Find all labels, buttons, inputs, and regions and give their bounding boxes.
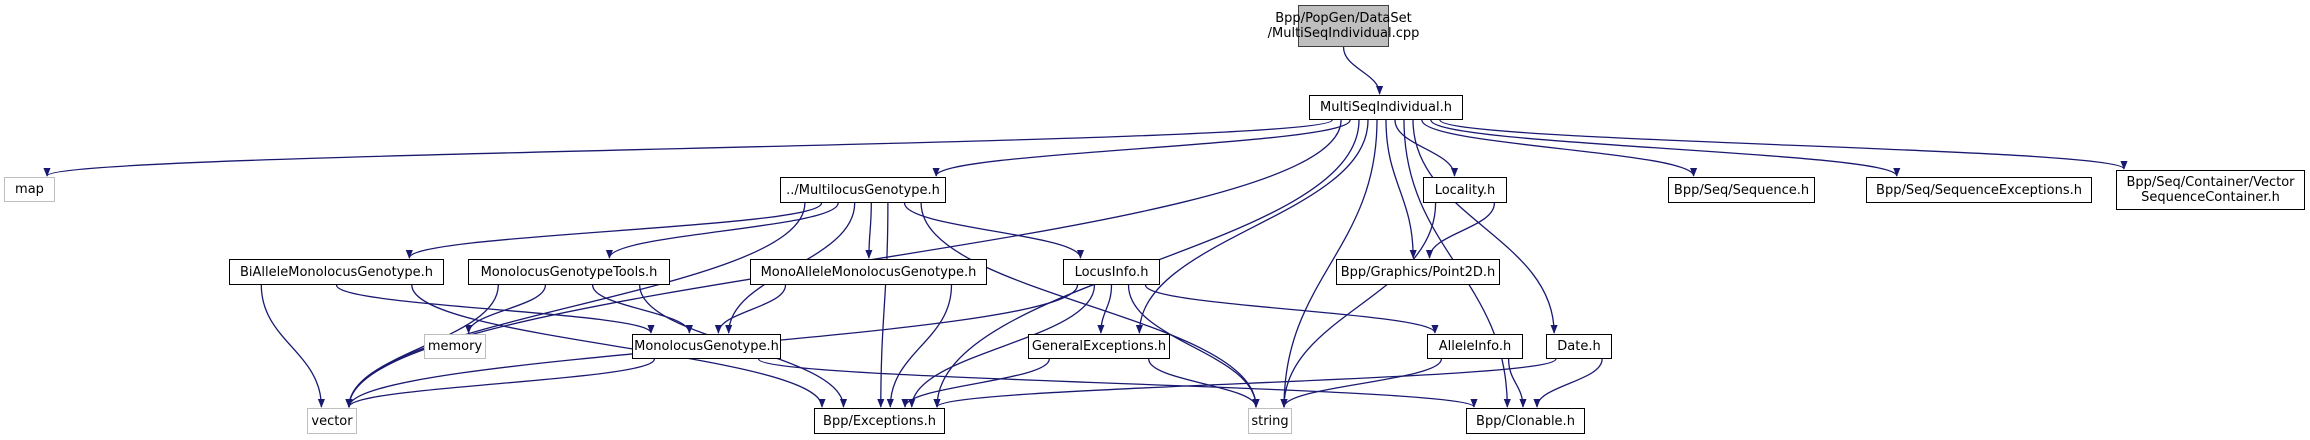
- edge-mg-to-clon: [757, 358, 1478, 408]
- node-cpp: Bpp/PopGen/DataSet /MultiSeqIndividual.c…: [1268, 5, 1419, 47]
- edge-mlg-to-string: [920, 202, 1260, 408]
- node-label: MonolocusGenotypeTools.h: [480, 264, 658, 280]
- node-vsc[interactable]: Bpp/Seq/Container/Vector SequenceContain…: [2116, 170, 2305, 210]
- edge-msi-to-string: [1280, 119, 1378, 408]
- node-label: MonolocusGenotype.h: [634, 339, 779, 354]
- node-label: BiAlleleMonolocusGenotype.h: [239, 264, 434, 280]
- edge-mg-to-vector: [345, 358, 656, 408]
- edge-msi-to-seqexc: [1430, 119, 1901, 177]
- edge-cpp-to-msi: [1342, 46, 1384, 95]
- edge-mlg-to-mgt: [605, 202, 839, 259]
- node-label: GeneralExceptions.h: [1031, 339, 1167, 354]
- edge-ge-to-exc: [901, 358, 1050, 408]
- node-mg[interactable]: MonolocusGenotype.h: [632, 334, 781, 359]
- node-string: string: [1248, 408, 1292, 434]
- edge-msi-to-ge: [1135, 119, 1369, 334]
- node-mamg[interactable]: MonoAlleleMonolocusGenotype.h: [750, 259, 987, 285]
- edge-msi-to-vsc: [1439, 119, 2128, 170]
- node-seq[interactable]: Bpp/Seq/Sequence.h: [1668, 177, 1815, 203]
- edge-bamg-to-vector: [260, 284, 325, 408]
- edge-mgt-to-vector: [345, 284, 499, 408]
- node-label: LocusInfo.h: [1074, 264, 1149, 280]
- edge-loc-to-string: [1280, 202, 1437, 408]
- node-mlg[interactable]: ../MultilocusGenotype.h: [780, 177, 946, 203]
- node-label: vector: [311, 413, 353, 429]
- node-label: Locality.h: [1434, 182, 1496, 198]
- edge-date-to-clon: [1533, 358, 1603, 408]
- node-bamg[interactable]: BiAlleleMonolocusGenotype.h: [229, 259, 444, 285]
- node-label: Bpp/Seq/Sequence.h: [1673, 182, 1810, 198]
- edge-msi-to-map: [43, 119, 1333, 177]
- edge-bamg-to-exc: [411, 284, 826, 408]
- node-clon[interactable]: Bpp/Clonable.h: [1466, 408, 1585, 434]
- node-li[interactable]: LocusInfo.h: [1063, 259, 1160, 285]
- node-memory: memory: [424, 334, 486, 359]
- edge-msi-to-loc: [1394, 119, 1459, 177]
- edge-li-to-ge: [1097, 284, 1113, 334]
- edge-li-to-ai: [1144, 284, 1439, 334]
- node-exc[interactable]: Bpp/Exceptions.h: [814, 408, 945, 434]
- node-ai[interactable]: AlleleInfo.h: [1427, 334, 1523, 359]
- node-label: MonoAlleleMonolocusGenotype.h: [760, 264, 977, 280]
- edge-bamg-to-mg: [335, 284, 655, 334]
- node-label: AlleleInfo.h: [1438, 339, 1512, 354]
- node-label: Date.h: [1557, 339, 1601, 354]
- node-label: MultiSeqIndividual.h: [1320, 100, 1452, 115]
- edge-ai-to-clon: [1507, 358, 1527, 408]
- edge-msi-to-date: [1412, 119, 1558, 334]
- node-label: Bpp/Graphics/Point2D.h: [1340, 264, 1496, 280]
- node-map: map: [4, 177, 55, 202]
- edge-mgt-to-memory: [465, 284, 547, 334]
- node-label: map: [15, 182, 44, 197]
- edge-ge-to-string: [1148, 358, 1260, 408]
- edge-mlg-to-bamg: [405, 202, 823, 259]
- edge-mlg-to-li: [903, 202, 1085, 259]
- node-label: Bpp/Seq/Container/Vector SequenceContain…: [2126, 175, 2295, 205]
- edge-date-to-exc: [933, 358, 1557, 408]
- node-label: Bpp/Exceptions.h: [823, 413, 936, 429]
- node-seqexc[interactable]: Bpp/Seq/SequenceExceptions.h: [1866, 177, 2092, 203]
- node-p2d[interactable]: Bpp/Graphics/Point2D.h: [1336, 259, 1500, 285]
- node-label: string: [1251, 413, 1289, 429]
- node-msi[interactable]: MultiSeqIndividual.h: [1309, 95, 1463, 120]
- node-label: Bpp/PopGen/DataSet /MultiSeqIndividual.c…: [1267, 11, 1420, 41]
- node-vector: vector: [307, 408, 357, 434]
- node-loc[interactable]: Locality.h: [1423, 177, 1507, 203]
- edge-mlg-to-exc: [877, 202, 889, 408]
- edge-layer: [43, 46, 2128, 408]
- edge-mamg-to-exc: [886, 284, 953, 408]
- edge-mamg-to-mg: [714, 284, 787, 334]
- edge-msi-to-p2d: [1385, 119, 1417, 259]
- node-date[interactable]: Date.h: [1546, 334, 1612, 359]
- node-ge[interactable]: GeneralExceptions.h: [1028, 334, 1170, 359]
- edge-msi-to-mlg: [932, 119, 1351, 177]
- edge-mlg-to-mamg: [865, 202, 873, 259]
- node-mgt[interactable]: MonolocusGenotypeTools.h: [468, 259, 670, 285]
- node-label: memory: [427, 339, 483, 354]
- node-label: ../MultilocusGenotype.h: [786, 182, 940, 198]
- edge-msi-to-seq: [1421, 119, 1698, 177]
- edge-ai-to-string: [1280, 358, 1443, 408]
- node-label: Bpp/Seq/SequenceExceptions.h: [1876, 182, 2082, 198]
- edge-li-to-exc: [908, 284, 1096, 408]
- node-label: Bpp/Clonable.h: [1476, 413, 1575, 429]
- edge-loc-to-p2d: [1425, 202, 1496, 259]
